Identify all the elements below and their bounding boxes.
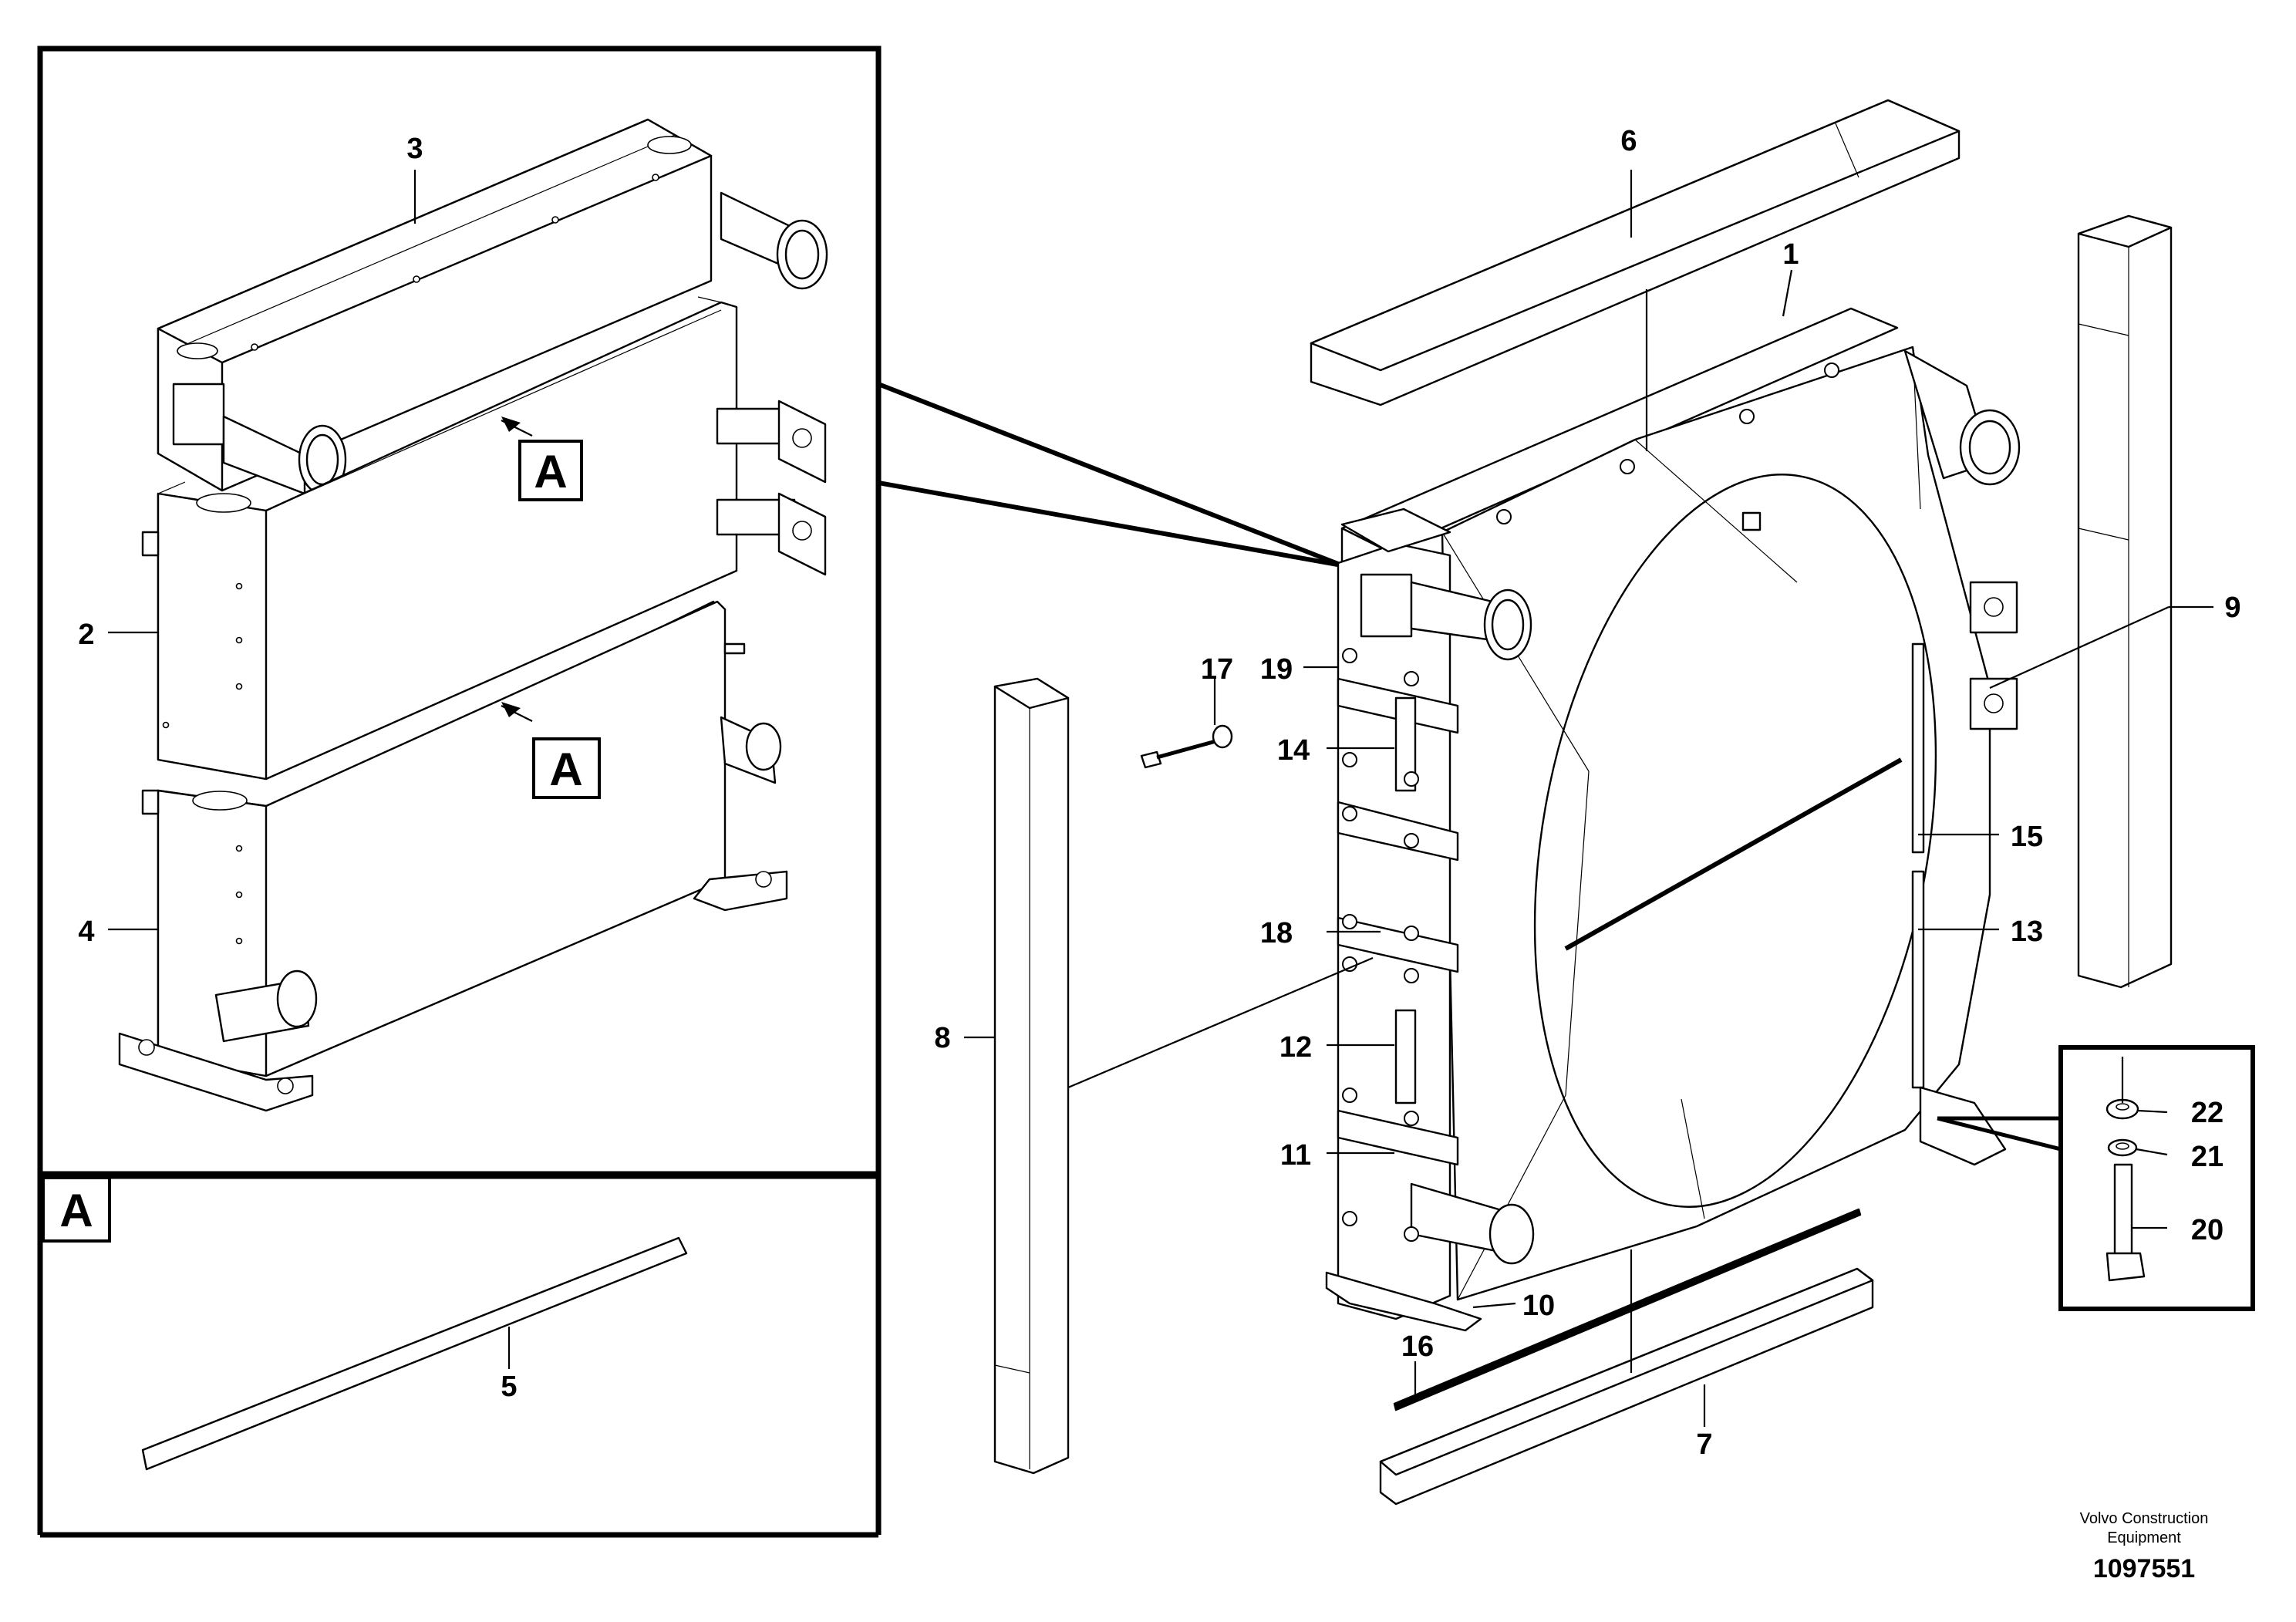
label-2: 2 — [78, 619, 94, 651]
part-number-labels: 3 2 4 5 6 1 9 17 19 14 15 13 18 8 12 11 … — [78, 125, 2240, 1461]
svg-text:A: A — [534, 446, 567, 497]
part-6-seal-top — [1310, 99, 1961, 406]
label-19: 19 — [1260, 653, 1293, 686]
label-18: 18 — [1260, 917, 1293, 949]
part-9-seal-right — [2077, 214, 2173, 989]
label-20: 20 — [2191, 1214, 2224, 1246]
label-6: 6 — [1620, 125, 1637, 157]
detail-tag-a-inset: A — [42, 1176, 111, 1243]
label-11: 11 — [1280, 1139, 1311, 1172]
cooler-3 — [157, 118, 828, 495]
label-10: 10 — [1522, 1290, 1555, 1322]
label-13: 13 — [2011, 916, 2043, 948]
label-9: 9 — [2224, 592, 2240, 624]
strip-5 — [141, 1236, 688, 1471]
part-8-seal-left — [993, 677, 1070, 1475]
label-16: 16 — [1401, 1330, 1434, 1363]
strip-15 — [1911, 642, 1925, 854]
bracket-mid — [1337, 801, 1459, 862]
cooler-2 — [141, 296, 827, 781]
strip-13 — [1911, 870, 1925, 1089]
label-8: 8 — [934, 1022, 950, 1054]
detail-tag-a-2: A — [532, 737, 601, 799]
bolt-17 — [1140, 724, 1233, 769]
document-number: 1097551 — [2093, 1554, 2195, 1583]
label-17: 17 — [1201, 653, 1233, 686]
label-3: 3 — [406, 133, 423, 165]
label-1: 1 — [1782, 238, 1799, 271]
label-12: 12 — [1279, 1031, 1312, 1064]
detail-tag-a-1: A — [518, 440, 583, 501]
svg-text:A: A — [549, 744, 582, 795]
part-7-seal-bottom — [1379, 1267, 1874, 1506]
brand-footer: Volvo Construction Equipment 1097551 — [2080, 1510, 2209, 1583]
label-14: 14 — [1277, 734, 1310, 767]
brand-line-1: Volvo Construction — [2080, 1510, 2209, 1527]
label-15: 15 — [2011, 821, 2043, 853]
part-16-strip — [1393, 1208, 1862, 1411]
radiator-assembly — [1325, 307, 2021, 1332]
label-21: 21 — [2191, 1141, 2224, 1173]
brand-line-2: Equipment — [2107, 1529, 2181, 1546]
svg-text:A: A — [59, 1185, 93, 1236]
label-7: 7 — [1696, 1428, 1712, 1461]
leader-lines — [108, 170, 2213, 1427]
label-22: 22 — [2191, 1097, 2224, 1129]
label-5: 5 — [501, 1371, 517, 1403]
label-4: 4 — [78, 916, 94, 948]
bracket-11 — [1337, 1109, 1459, 1166]
detail-box-washer-bolt — [1937, 1045, 2255, 1311]
cooler-4 — [118, 600, 788, 1112]
